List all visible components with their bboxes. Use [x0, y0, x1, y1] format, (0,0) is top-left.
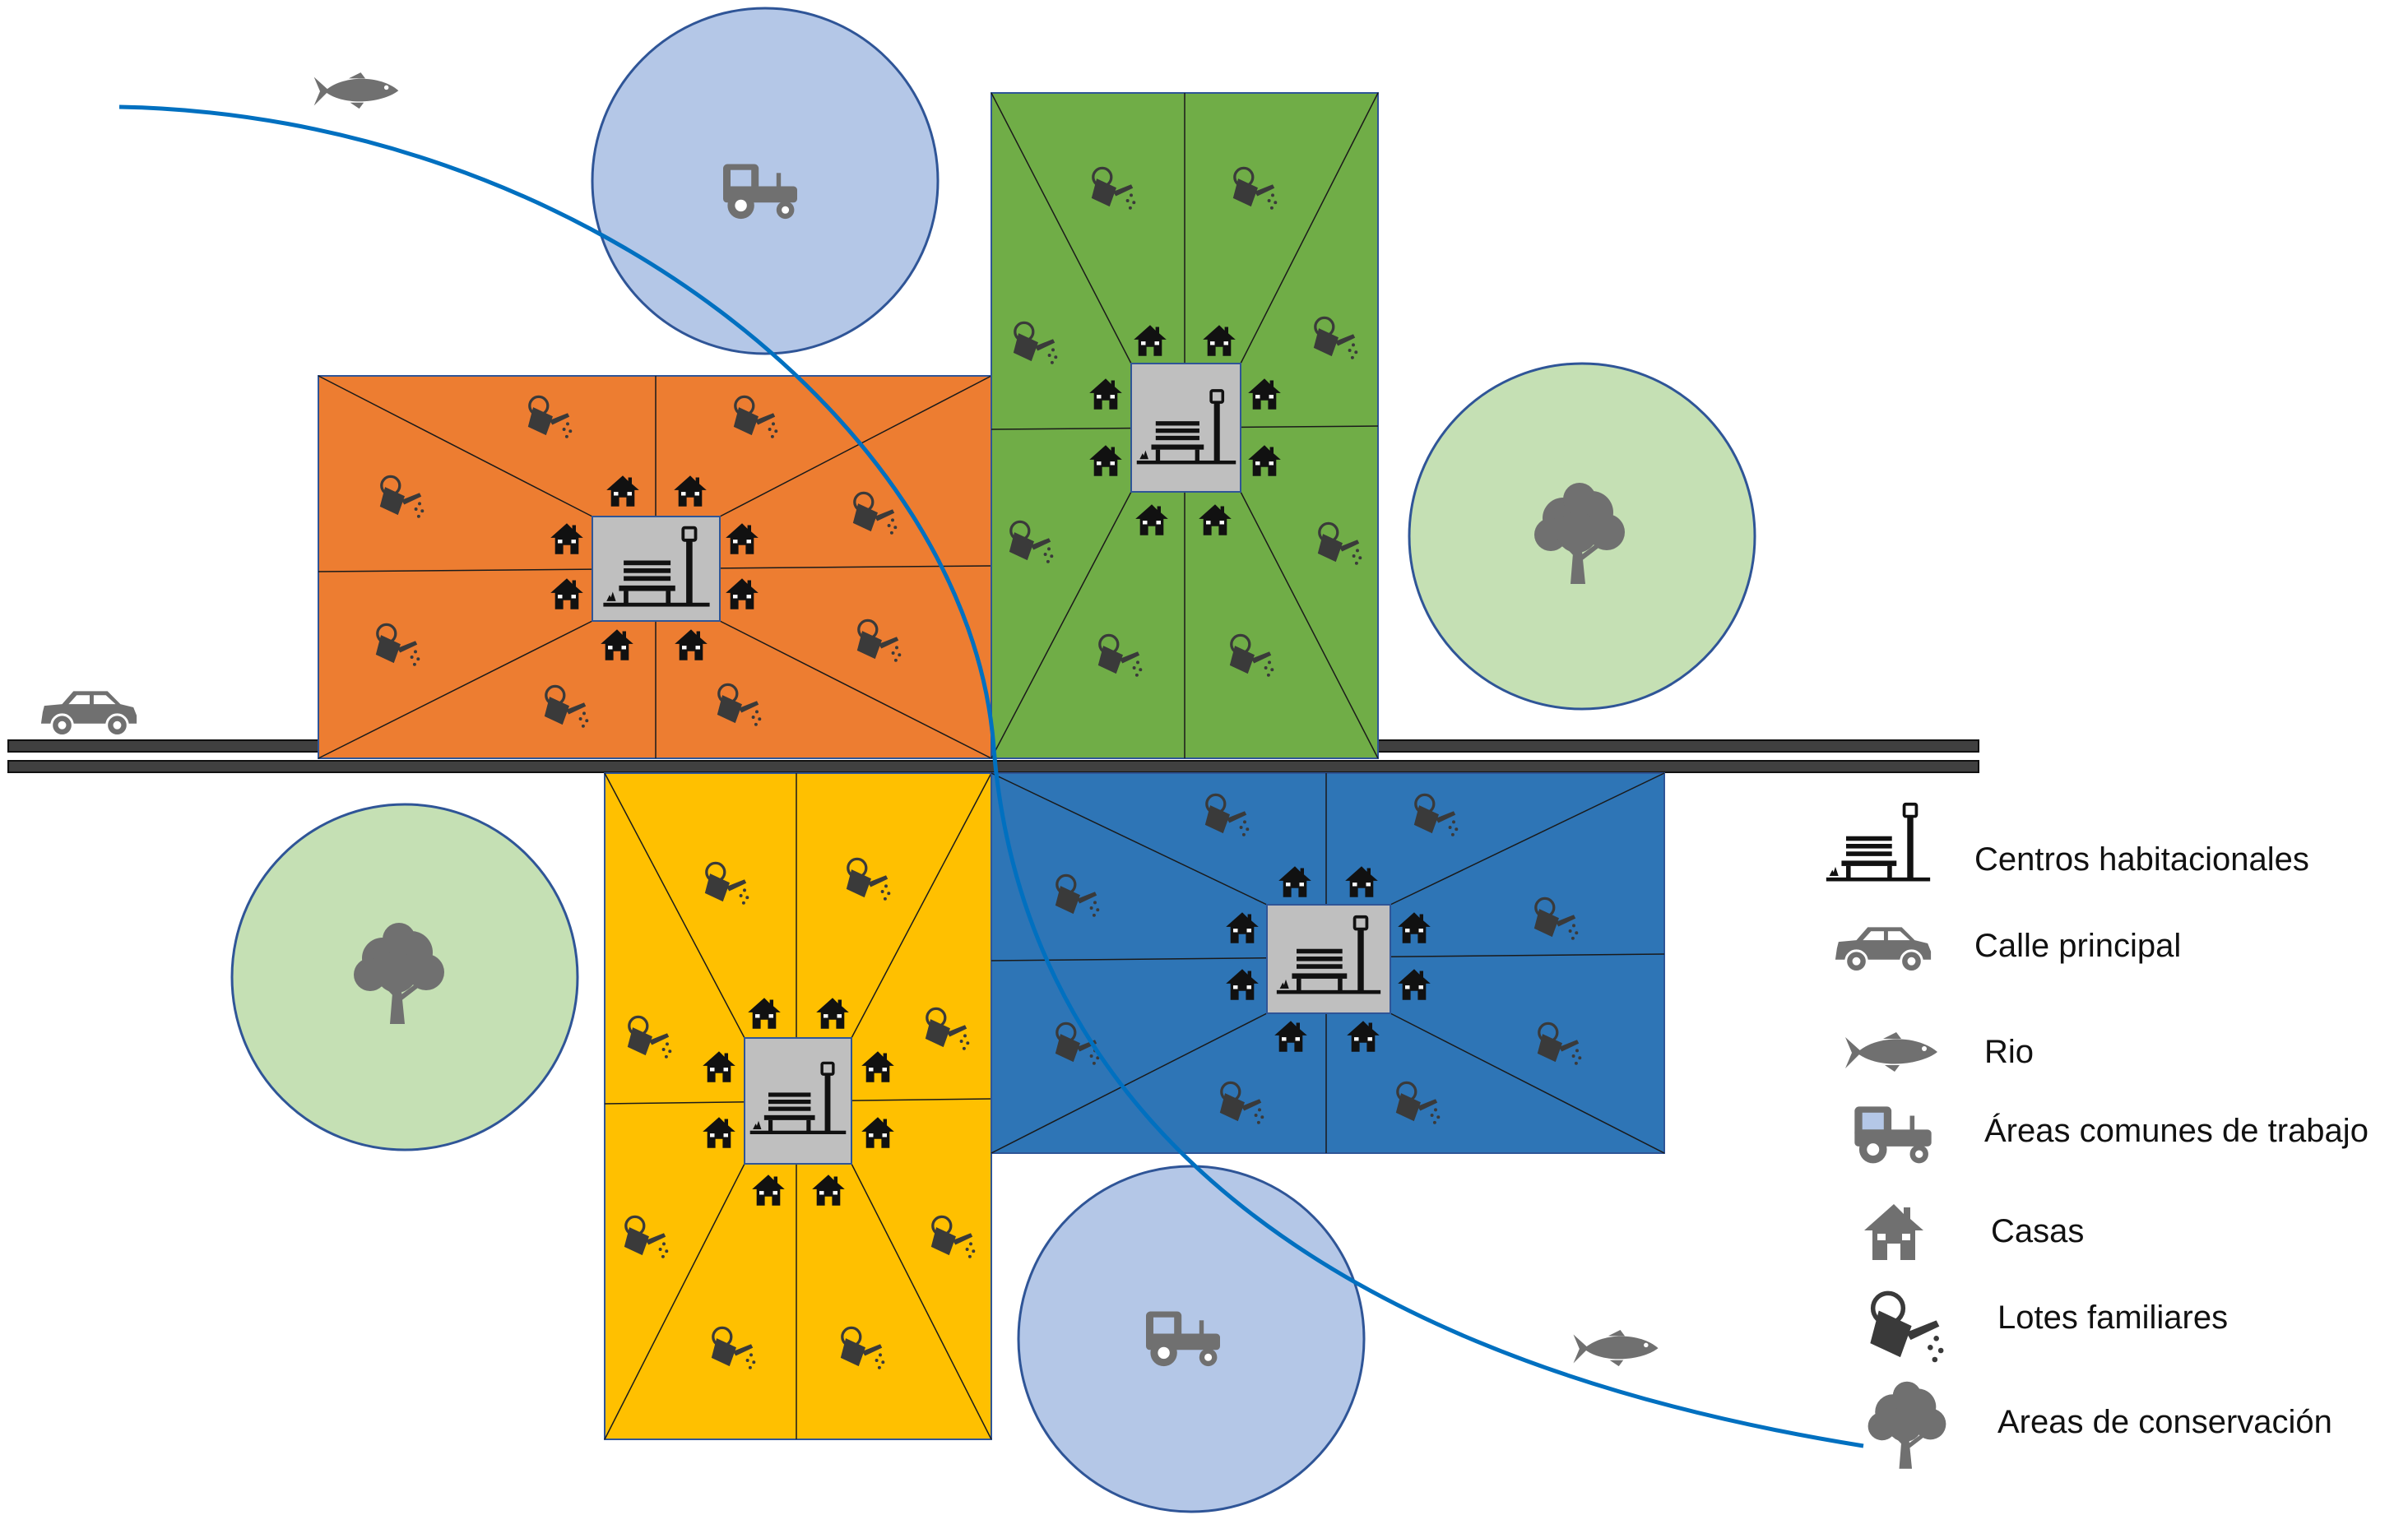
legend-label: Rio: [1984, 1034, 2034, 1070]
fish-icon: [1573, 1330, 1659, 1367]
fish-icon: [313, 72, 399, 109]
legend-label: Centros habitacionales: [1974, 841, 2309, 878]
car-icon: [39, 689, 138, 738]
center-square: [1130, 363, 1241, 493]
legend-item-casas: Casas: [1864, 1204, 2084, 1260]
legend-label: Calle principal: [1974, 928, 2181, 964]
legend-item-centros: Centros habitacionales: [1825, 802, 2309, 883]
bench-lamp-icon: [1825, 802, 1932, 883]
legend-label: Areas de conservación: [1997, 1404, 2332, 1440]
blue-settlement-block: [991, 772, 1665, 1154]
tree-icon: [1867, 1381, 1946, 1469]
fish-icon: [1845, 1032, 1937, 1072]
legend-item-calle: Calle principal: [1834, 925, 2181, 974]
legend-item-conservacion: Areas de conservación: [1867, 1381, 2332, 1469]
house-icon: [1864, 1204, 1923, 1260]
river-line: [118, 104, 1864, 1448]
conservation-circle-right: [1408, 362, 1756, 711]
orange-settlement-block: [318, 375, 992, 759]
legend: Centros habitacionales Calle principal R…: [1825, 802, 2369, 1469]
legend-label: Lotes familiares: [1997, 1300, 2228, 1336]
legend-label: Áreas comunes de trabajo: [1984, 1112, 2369, 1149]
car-icon: [1834, 925, 1932, 974]
legend-label: Casas: [1991, 1213, 2084, 1249]
work-area-circle-top: [591, 7, 940, 355]
conservation-circle-left: [230, 803, 579, 1151]
legend-item-areas-trabajo: Áreas comunes de trabajo: [1854, 1106, 2369, 1164]
green-settlement-block: [991, 92, 1379, 759]
yellow-settlement-block: [604, 772, 992, 1440]
work-area-circle-bottom: [1017, 1165, 1366, 1513]
legend-item-rio: Rio: [1845, 1032, 2034, 1072]
watering-can-icon: [1865, 1293, 1944, 1362]
legend-item-lotes: Lotes familiares: [1865, 1293, 2228, 1362]
tractor-icon: [1854, 1106, 1932, 1164]
